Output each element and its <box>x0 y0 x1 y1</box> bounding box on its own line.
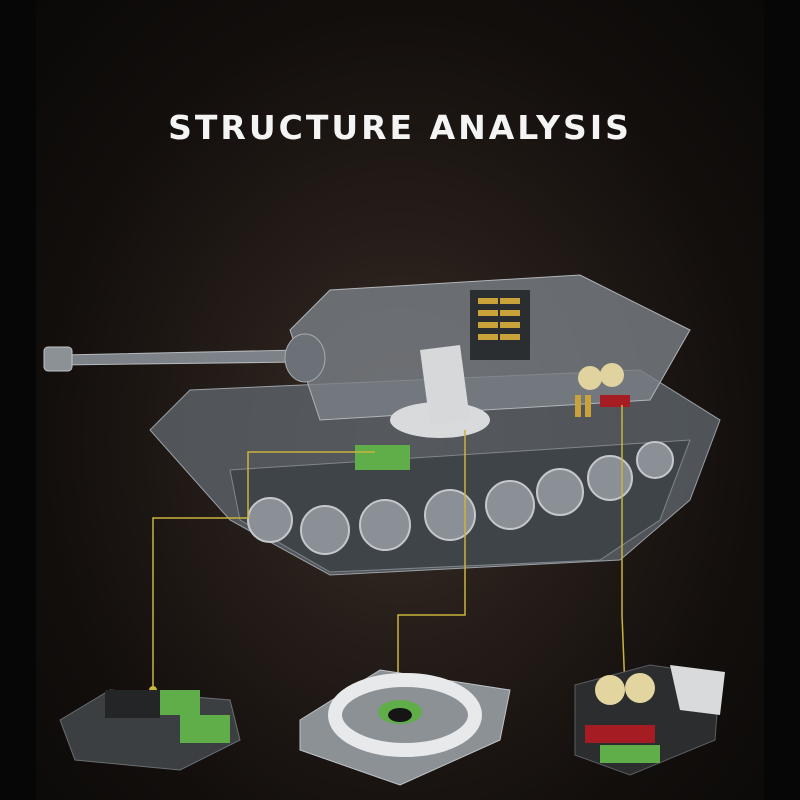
connector-line-engine <box>152 451 375 690</box>
connector-lines <box>152 405 626 691</box>
ammo-rack-module <box>574 664 725 776</box>
road-wheels <box>247 441 674 555</box>
connector-line-turret-ring <box>397 430 466 690</box>
tank-gun <box>43 333 326 383</box>
connector-line-ammo <box>621 405 626 691</box>
page-title: STRUCTURE ANALYSIS <box>168 108 632 147</box>
tank-hull <box>149 369 721 576</box>
turret-ring-module <box>299 669 511 786</box>
engine-module <box>59 689 241 771</box>
tank-superstructure <box>289 274 691 470</box>
ammo-shells <box>478 298 591 417</box>
